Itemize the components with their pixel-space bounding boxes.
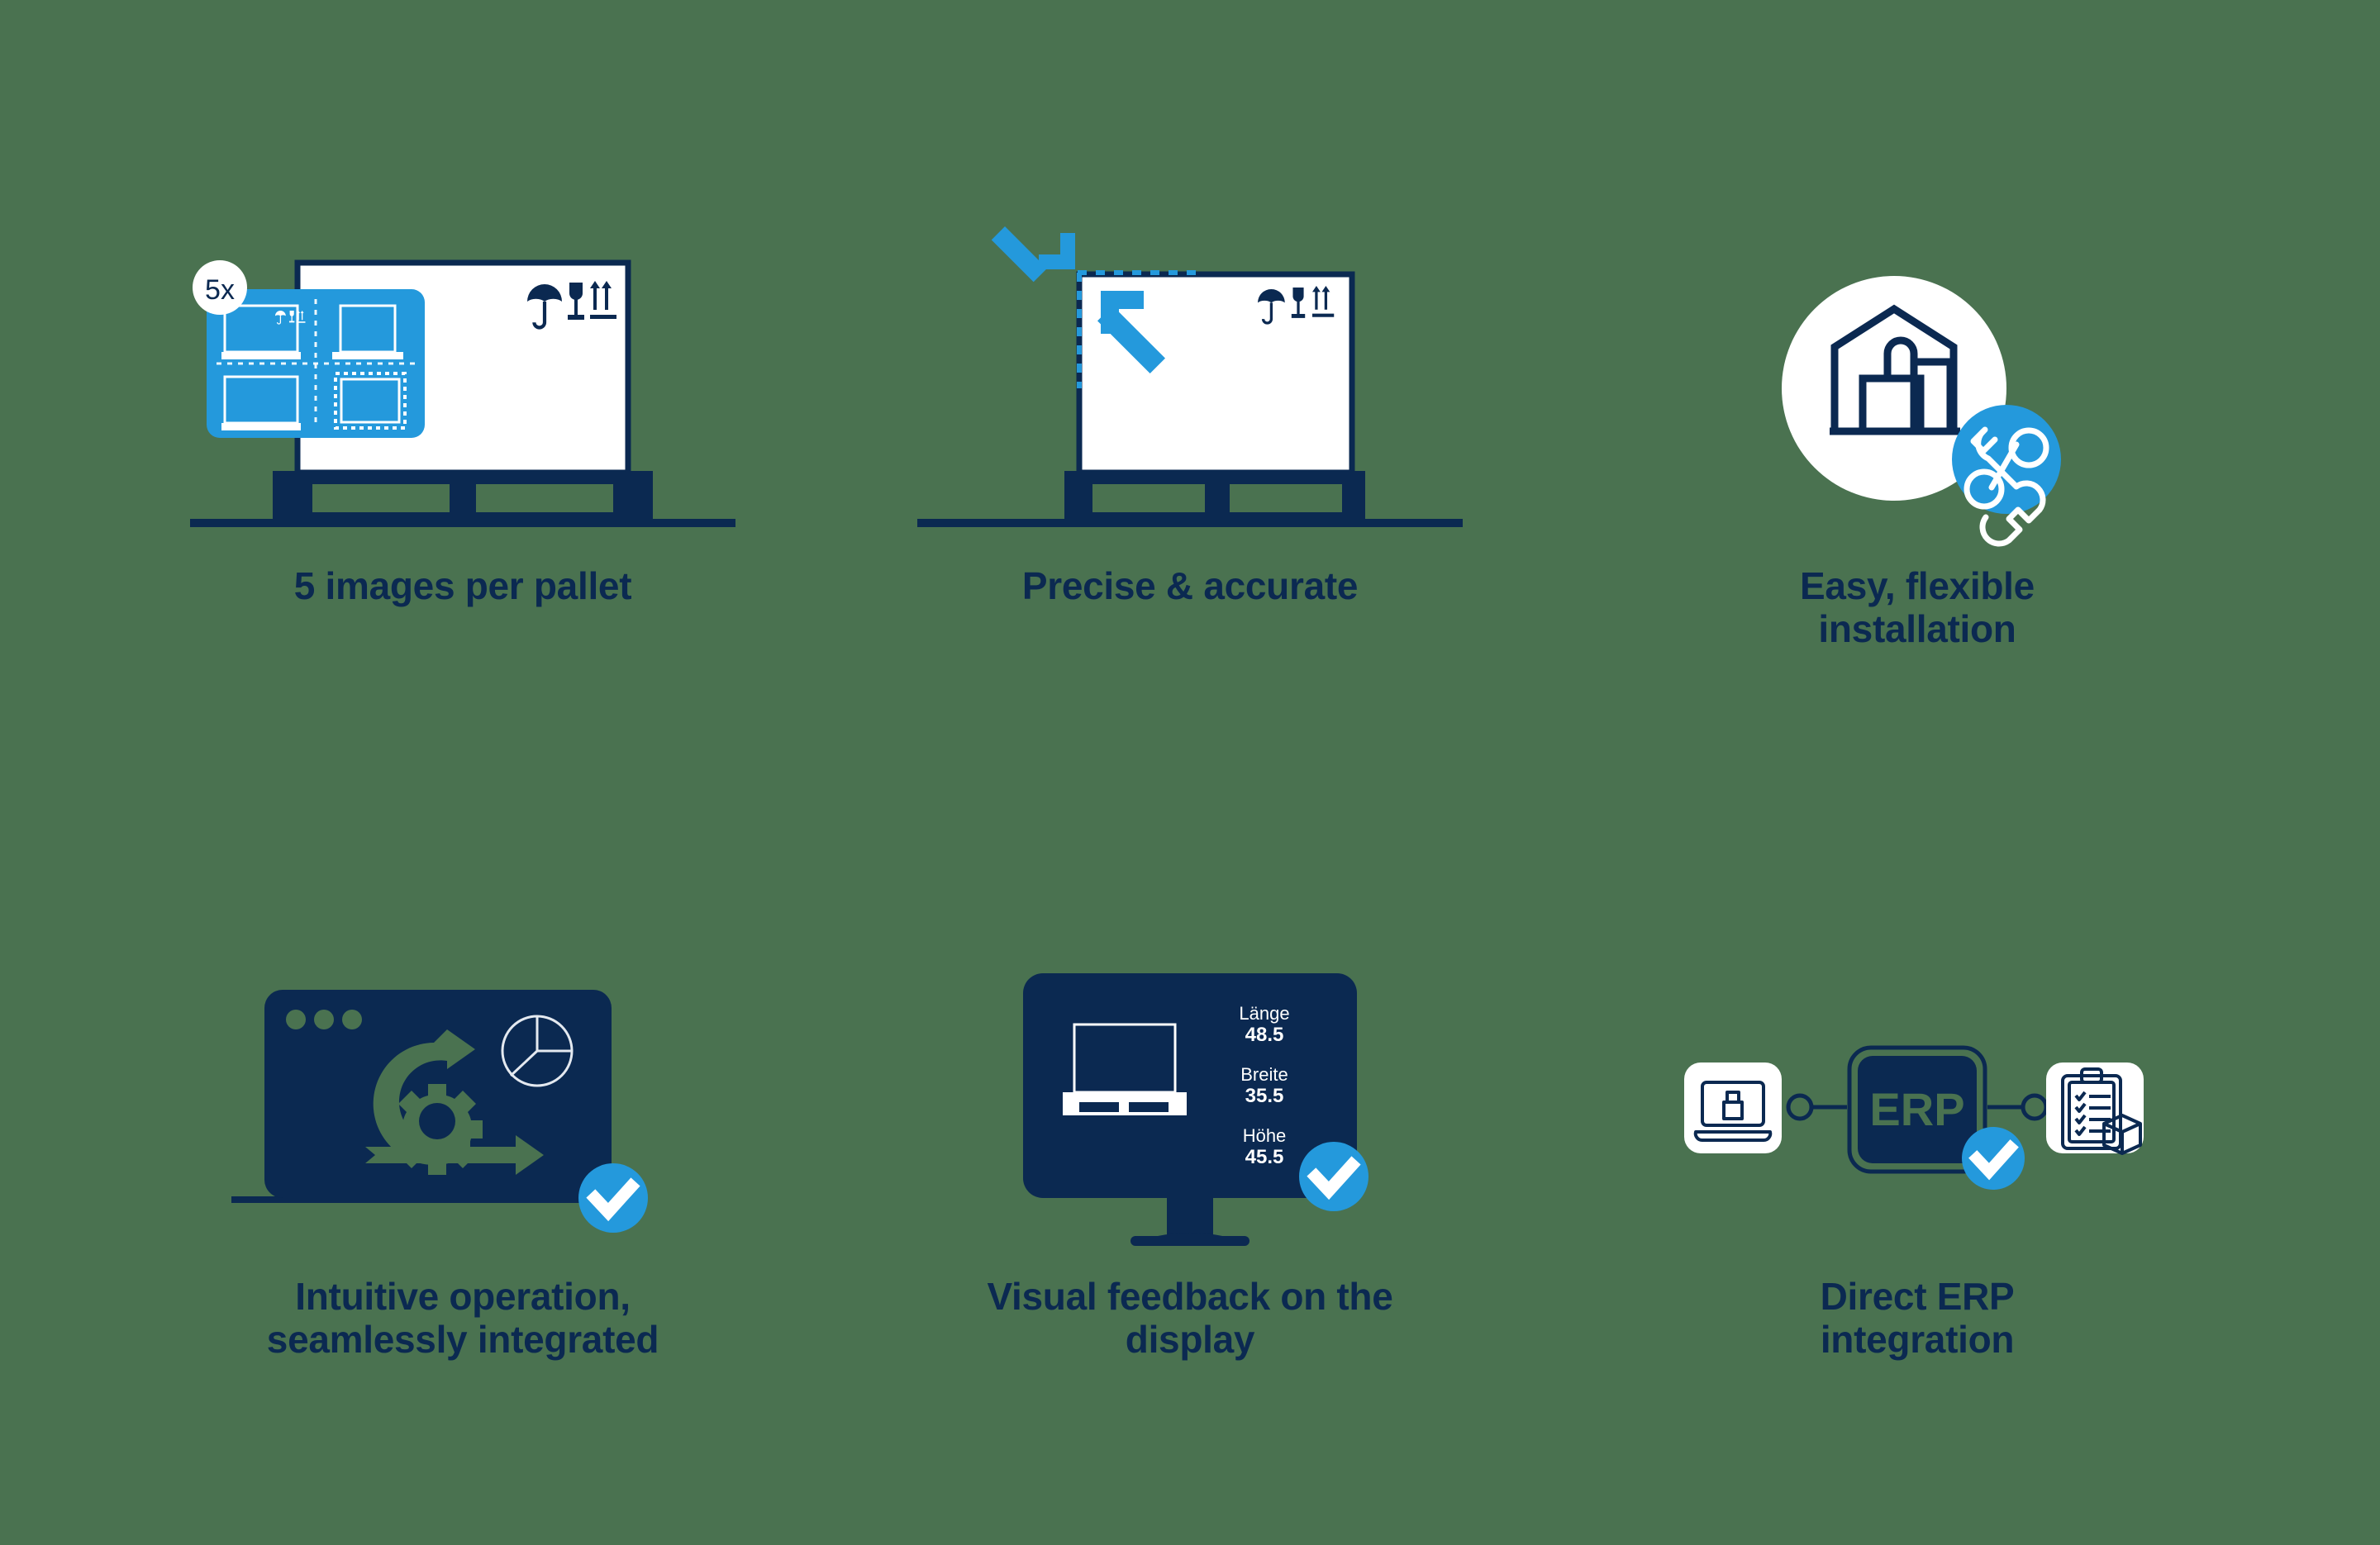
thumb-pallet-top-view [334, 372, 407, 430]
thumb-pallet-side-view [332, 304, 403, 359]
connector-node [1786, 1093, 1814, 1121]
illustration-monitor-measurements: Länge 48.5 Breite 35.5 Höhe 45.5 [826, 834, 1554, 1264]
connector-node [2021, 1093, 2049, 1121]
check-badge-icon [578, 1163, 648, 1233]
illustration-pallet-five-images: 5x [99, 124, 826, 554]
multiplier-badge: 5x [193, 260, 247, 315]
warehouse-badge [1782, 276, 2006, 501]
measurement-label: Höhe [1243, 1125, 1287, 1146]
dashed-measure-guide-icon [1077, 270, 1200, 388]
measurement-value: 35.5 [1245, 1085, 1284, 1107]
feature-panel-easy-installation: Easy, flexible installation [1554, 124, 2281, 834]
browser-window-icon [264, 990, 612, 1198]
warehouse-icon [1830, 304, 1960, 435]
thumb-pallet-rear-view [221, 375, 301, 430]
fragile-glass-icon [1291, 288, 1306, 318]
pallet-base-icon [1064, 471, 1365, 522]
floor-line [917, 519, 1463, 527]
check-badge-icon [1962, 1127, 2025, 1190]
arrow-up-left-icon [1097, 291, 1166, 374]
feature-panel-intuitive-operation: Intuitive operation, seamlessly integrat… [99, 834, 826, 1545]
arrow-down-right-icon [991, 226, 1075, 283]
illustration-warehouse-installation [1554, 124, 2281, 554]
measurement-value: 45.5 [1245, 1146, 1284, 1168]
feature-panel-visual-feedback: Länge 48.5 Breite 35.5 Höhe 45.5 Visual … [826, 834, 1554, 1545]
pallet-outline-icon [1063, 1023, 1187, 1115]
crossed-wrenches-icon [1963, 426, 2049, 547]
feature-panel-direct-erp: ERP [1554, 834, 2281, 1545]
window-dot [342, 1010, 362, 1029]
umbrella-keep-dry-icon [527, 284, 562, 330]
umbrella-keep-dry-icon [1258, 289, 1285, 325]
panel-caption: 5 images per pallet [293, 564, 632, 607]
window-dot [286, 1010, 306, 1029]
thumb-pallet-front-view [221, 304, 301, 359]
measurement-label: Länge [1239, 1003, 1289, 1024]
multiplier-badge-label: 5x [205, 274, 235, 306]
agile-loop-gear-icon [365, 1029, 544, 1175]
tools-badge [1952, 405, 2061, 547]
panel-caption: Easy, flexible installation [1800, 564, 2035, 650]
this-side-up-icon [1312, 286, 1335, 317]
panel-caption: Direct ERP integration [1820, 1275, 2015, 1361]
floor-line [231, 1196, 636, 1203]
illustration-erp-integration: ERP [1554, 834, 2281, 1264]
feature-panel-precise-accurate: Precise & accurate [826, 124, 1554, 834]
illustration-browser-agile [99, 834, 826, 1264]
measurement-value: 48.5 [1245, 1024, 1284, 1046]
panel-caption: Intuitive operation, seamlessly integrat… [266, 1275, 659, 1361]
monitor-icon [1023, 973, 1357, 1246]
fragile-glass-icon [568, 283, 584, 320]
erp-node-icon: ERP [1847, 1045, 1987, 1174]
clipboard-checklist-package-icon [2046, 1062, 2144, 1155]
window-dot [314, 1010, 334, 1029]
measurement-readout: Länge 48.5 Breite 35.5 Höhe 45.5 [1239, 1003, 1289, 1168]
measurement-label: Breite [1240, 1064, 1288, 1085]
image-thumbnails-card [207, 289, 425, 438]
check-badge-icon [1299, 1142, 1368, 1211]
pallet-base-icon [273, 471, 653, 522]
erp-label: ERP [1869, 1083, 1964, 1135]
this-side-up-icon [590, 281, 616, 319]
pie-chart-icon [501, 1015, 574, 1087]
panel-caption: Visual feedback on the display [987, 1275, 1393, 1361]
feature-panel-images-per-pallet: 5x 5 images per pallet [99, 124, 826, 834]
illustration-precise-measurement [826, 124, 1554, 554]
panel-caption: Precise & accurate [1021, 564, 1359, 607]
laptop-package-icon [1684, 1062, 1782, 1153]
floor-line [190, 519, 735, 527]
